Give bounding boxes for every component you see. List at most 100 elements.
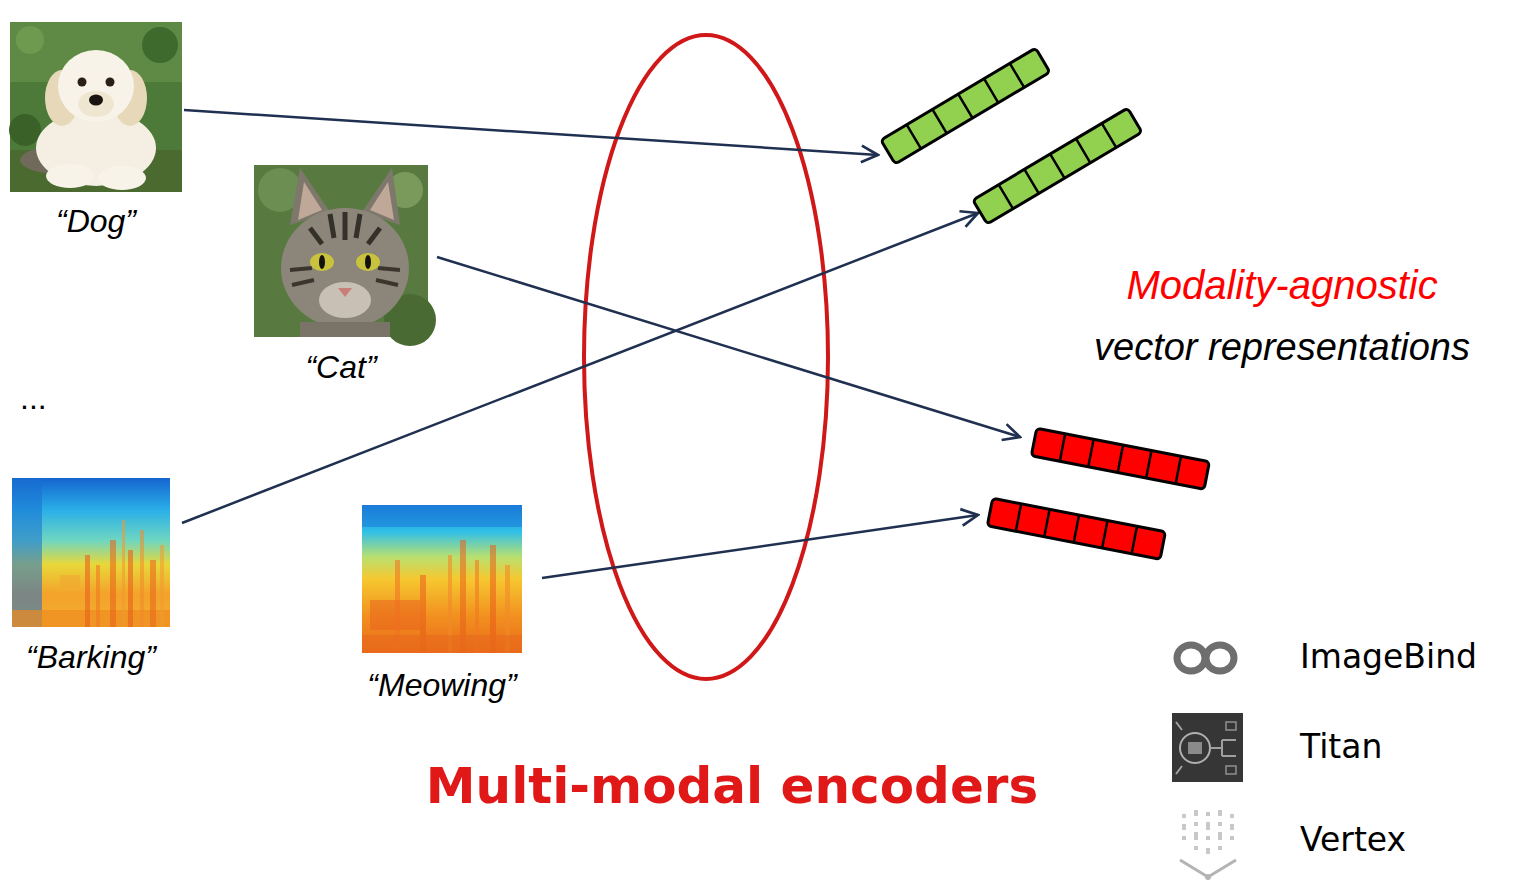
dog-photo <box>106 78 115 87</box>
barking-spectrogram <box>128 550 133 627</box>
titan-icon <box>1172 713 1243 782</box>
cat-photo <box>319 255 325 269</box>
vector-red <box>987 498 1165 559</box>
vertex-icon <box>1182 824 1186 830</box>
vertex-icon <box>1206 812 1210 816</box>
vertex-icon <box>1194 810 1198 816</box>
caption-text: “Cat” <box>305 349 376 386</box>
image-node: “Cat” <box>254 165 428 390</box>
barking-spectrogram <box>122 520 125 627</box>
vertex-icon <box>1206 848 1210 854</box>
barking-spectrogram <box>96 565 100 627</box>
meowing-spectrogram <box>362 505 522 653</box>
vertex-icon <box>1194 846 1198 850</box>
arrow-line <box>184 110 878 155</box>
titan-icon <box>1180 733 1210 763</box>
encoder-ellipse <box>584 35 828 679</box>
barking-spectrogram <box>140 530 144 627</box>
cat-photo <box>338 288 352 297</box>
caption-text: “Meowing” <box>367 667 516 704</box>
heading-text: vector representations <box>1094 326 1470 370</box>
cat-photo <box>254 165 436 346</box>
barking-spectrogram <box>150 560 156 627</box>
dog-photo <box>98 166 146 190</box>
ellipsis-text: ... <box>20 380 47 417</box>
dog-photo <box>9 114 41 146</box>
vertex-icon <box>1194 822 1198 826</box>
vertex-icon <box>1218 832 1222 840</box>
cat-photo <box>310 253 334 271</box>
meta-icon <box>1206 645 1234 671</box>
vertex-icon <box>1218 810 1222 816</box>
model-name: Vertex <box>1300 821 1406 859</box>
arrow-line <box>182 110 1020 578</box>
barking-spectrogram <box>160 545 164 627</box>
dog-photo <box>142 27 178 63</box>
dog-photo <box>89 95 103 106</box>
vertex-icon <box>1218 822 1222 826</box>
barking-spectrogram <box>12 610 170 627</box>
dog-photo <box>16 26 44 54</box>
titan-icon <box>1176 722 1236 774</box>
vertex-icon <box>1206 822 1210 830</box>
cat-photo <box>281 208 409 328</box>
cat-photo <box>319 282 371 318</box>
vector-green <box>881 48 1050 164</box>
dog-photo <box>78 91 114 117</box>
heading-text: Modality-agnostic <box>1126 262 1437 308</box>
vertex-icon <box>1230 814 1234 818</box>
arrow-line <box>182 213 978 523</box>
barking-spectrogram <box>12 478 170 627</box>
barking-spectrogram <box>110 540 116 627</box>
vertex-icon <box>1230 824 1234 830</box>
meta-icon <box>1177 645 1234 671</box>
vertex-icon <box>1206 836 1210 840</box>
barking-spectrogram <box>60 575 80 587</box>
caption-text: “Dog” <box>56 203 136 240</box>
vector-red <box>987 498 1165 559</box>
image-node: “Dog” <box>10 22 182 244</box>
model-name: Titan <box>1300 728 1382 766</box>
arrow-line <box>437 257 1020 437</box>
image-node: “Meowing” <box>362 505 522 708</box>
vertex-icon <box>1194 832 1198 840</box>
dog-photo <box>10 22 182 192</box>
cat-photo <box>300 322 390 337</box>
cat-photo <box>356 253 380 271</box>
vector-green <box>881 48 1050 164</box>
vector-green <box>973 108 1142 224</box>
titan-icon <box>1172 713 1243 782</box>
meowing-spectrogram <box>362 635 522 653</box>
vector-red <box>1016 504 1137 554</box>
vector-green <box>999 123 1116 208</box>
meowing-spectrogram <box>362 505 522 527</box>
barking-spectrogram <box>12 478 170 627</box>
meowing-spectrogram <box>362 505 522 653</box>
dog-photo <box>46 164 94 188</box>
vertex-icon <box>1182 836 1186 840</box>
image-node: “Barking” <box>12 478 170 680</box>
encoder-label: Multi-modal encoders <box>426 758 1038 816</box>
vector-red <box>1031 428 1209 489</box>
vector-green <box>973 108 1142 224</box>
barking-spectrogram <box>12 478 42 627</box>
arrow-line <box>542 515 978 578</box>
model-name: ImageBind <box>1300 638 1477 676</box>
vector-red <box>1060 434 1181 484</box>
dog-photo <box>78 78 87 87</box>
vertex-icon <box>1205 874 1211 880</box>
titan-icon <box>1226 722 1236 730</box>
cat-photo <box>310 212 380 244</box>
dog-photo <box>9 22 182 192</box>
dog-photo <box>58 50 134 122</box>
vertex-icon <box>1182 814 1186 818</box>
vertex-icon <box>1230 836 1234 840</box>
cat-photo <box>365 255 371 269</box>
titan-icon <box>1226 766 1236 774</box>
vertex-icon <box>1218 846 1222 850</box>
meta-icon <box>1177 645 1205 671</box>
barking-spectrogram <box>85 555 90 627</box>
vector-red <box>1031 428 1209 489</box>
vertex-icon <box>1180 810 1236 880</box>
